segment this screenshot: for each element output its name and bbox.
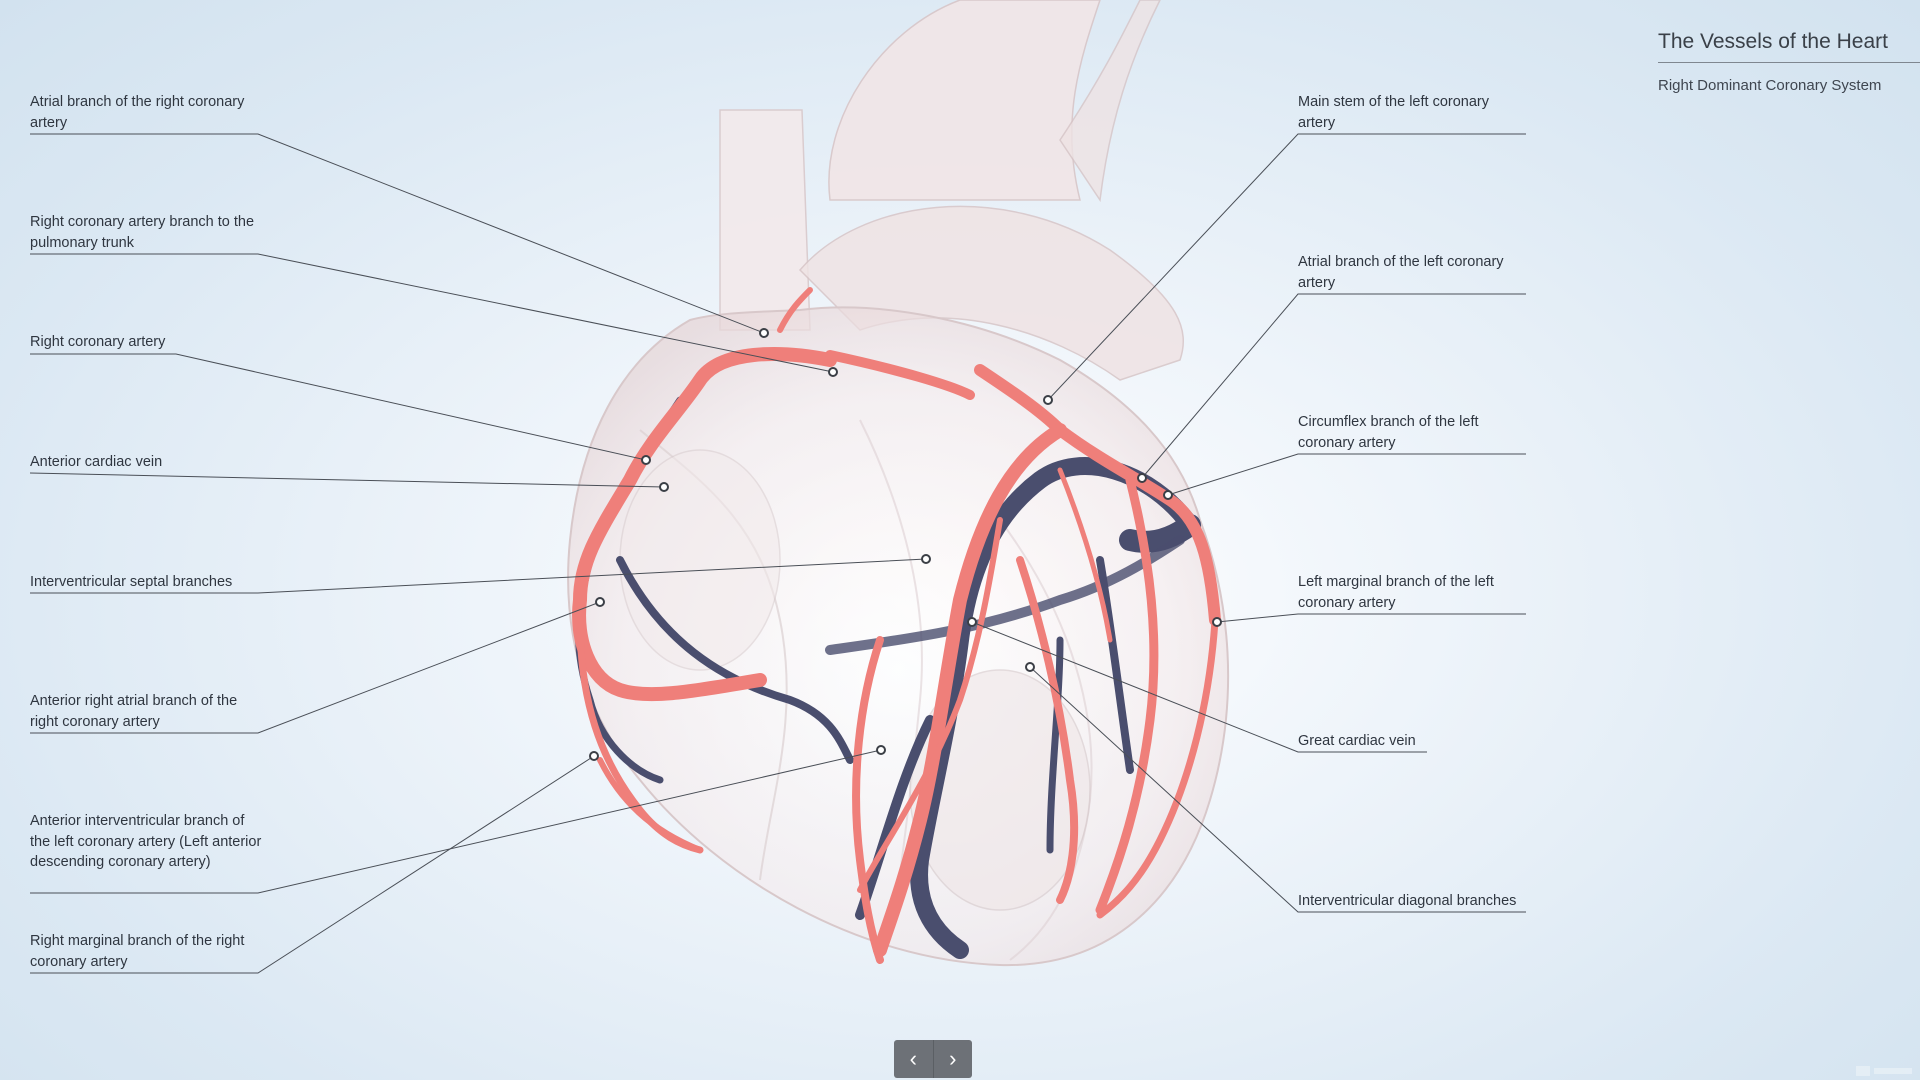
label-interventricular-septal-branches[interactable]: Interventricular septal branches (30, 574, 233, 590)
label-great-cardiac-vein[interactable]: Great cardiac vein (1298, 733, 1416, 749)
label-interventricular-diagonal-branches[interactable]: Interventricular diagonal branches (1298, 893, 1517, 909)
slide-navigation: ‹ › (894, 1040, 972, 1078)
leader-lines (29, 133, 1526, 974)
logo-wordmark (1874, 1068, 1912, 1074)
title-block: The Vessels of the Heart Right Dominant … (1658, 30, 1920, 94)
watermark-logo (1842, 1054, 1912, 1076)
label-right-marginal-branch[interactable]: Right marginal branch of the right coron… (30, 933, 245, 970)
label-right-coronary-artery[interactable]: Right coronary artery (30, 334, 166, 350)
label-rca-branch-pulmonary-trunk[interactable]: Right coronary artery branch to the pulm… (30, 214, 255, 251)
coronary-arteries (572, 287, 1221, 964)
next-button[interactable]: › (933, 1040, 972, 1078)
label-atrial-branch-lca[interactable]: Atrial branch of the left coronary arter… (1298, 254, 1504, 291)
page-subtitle: Right Dominant Coronary System (1658, 77, 1882, 94)
chevron-left-icon: ‹ (909, 1046, 917, 1071)
label-left-marginal-branch[interactable]: Left marginal branch of the left coronar… (1298, 574, 1494, 611)
label-main-stem-lca[interactable]: Main stem of the left coronary artery (1298, 94, 1489, 131)
chevron-right-icon: › (949, 1046, 957, 1071)
label-anterior-right-atrial-branch[interactable]: Anterior right atrial branch of the righ… (30, 693, 238, 730)
label-atrial-branch-rca[interactable]: Atrial branch of the right coronary arte… (30, 94, 245, 131)
marker-dots (589, 328, 1222, 761)
label-circumflex-branch[interactable]: Circumflex branch of the left coronary a… (1298, 414, 1479, 451)
label-anterior-cardiac-vein[interactable]: Anterior cardiac vein (30, 454, 163, 470)
logo-icon (1856, 1066, 1870, 1076)
page-title: The Vessels of the Heart (1658, 30, 1920, 63)
previous-button[interactable]: ‹ (894, 1040, 934, 1078)
label-anterior-interventricular-branch[interactable]: Anterior interventricular branch of the … (30, 813, 262, 870)
